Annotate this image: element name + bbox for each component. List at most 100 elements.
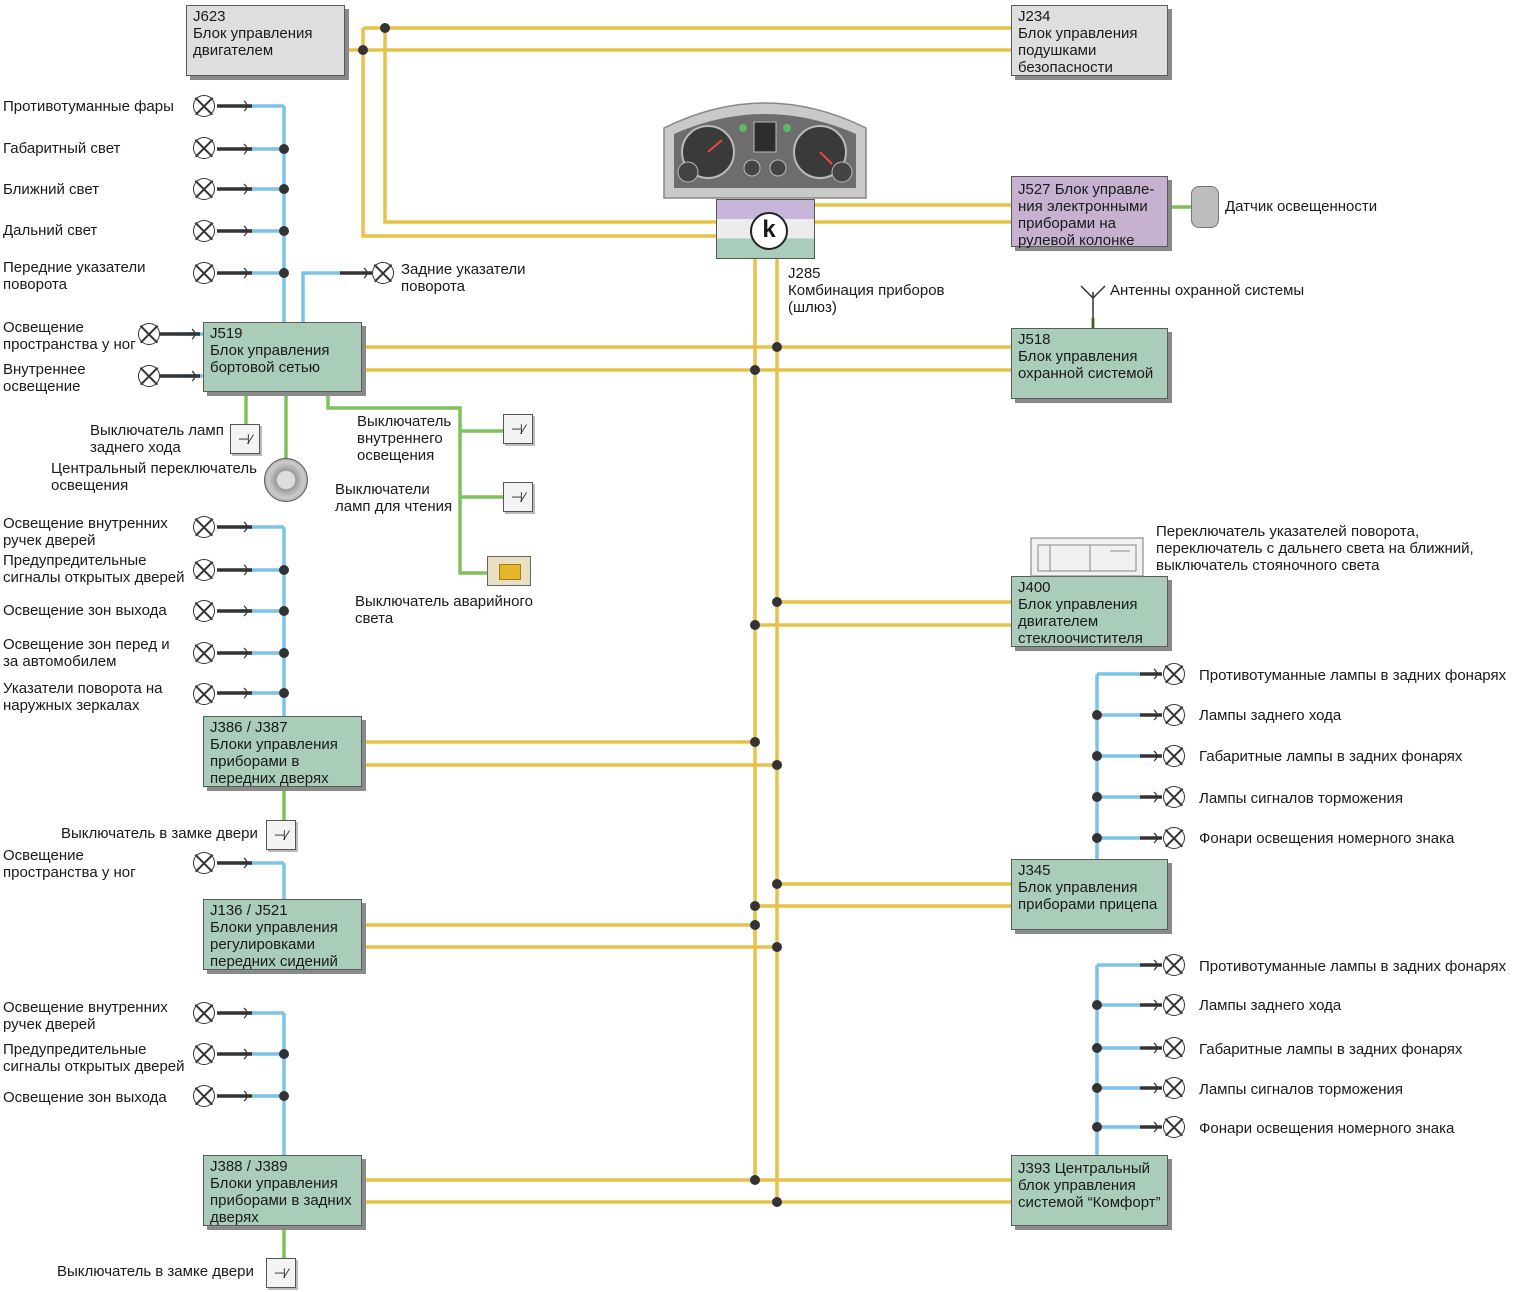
label-low-beam: Ближний свет [3, 181, 100, 198]
front-door-lock-switch-icon: ⊣⁄ [266, 820, 296, 850]
connector-arc [191, 370, 196, 382]
connector-arc [1153, 1082, 1158, 1094]
lamp-icon [193, 262, 215, 284]
junction-node [772, 942, 782, 952]
lamp-icon [193, 1043, 215, 1065]
connector-arc [1153, 959, 1158, 971]
connector-arc [191, 328, 196, 340]
unit-code: J519 [210, 325, 243, 342]
junction-node [1092, 1000, 1102, 1010]
lamp-icon [1163, 663, 1185, 685]
connector-arc [243, 143, 248, 155]
junction-node [772, 879, 782, 889]
lamp-icon [193, 516, 215, 538]
lamp-icon [193, 95, 215, 117]
reading-switch-icon: ⊣⁄ [503, 482, 533, 512]
junction-node [750, 620, 760, 630]
junction-node [750, 1175, 760, 1185]
connector-arc [1153, 832, 1158, 844]
lamp-icon [193, 1085, 215, 1107]
unit-code: J388 / J389 [210, 1158, 288, 1175]
junction-node [279, 226, 289, 236]
lamp-icon [193, 178, 215, 200]
connector-arc [243, 225, 248, 237]
label-reading-switches: Выключатели ламп для чтения [335, 481, 453, 515]
label-t-parking: Габаритные лампы в задних фонарях [1199, 748, 1463, 765]
label-hazard-switch: Выключатель аварийного света [355, 593, 533, 627]
wire-layer [160, 26, 1191, 1258]
label-high-beam: Дальний свет [3, 222, 98, 239]
label-interior-switch: Выключатель внутреннего освещения [357, 413, 452, 464]
label-c-fog: Противотуманные лампы в задних фонарях [1199, 958, 1507, 975]
label-f-door-warning: Предупредительные сигналы открытых двере… [3, 552, 185, 586]
lamp-icon [138, 323, 160, 345]
junction-node [1092, 792, 1102, 802]
unit-text: Блоки управления приборами в задних двер… [210, 1175, 352, 1226]
unit-code: J136 / J521 [210, 902, 288, 919]
connector-arc [243, 605, 248, 617]
lin-wire [301, 271, 340, 322]
label-interior-light: Внутреннее освещение [3, 361, 86, 395]
junction-node [772, 1197, 782, 1207]
connector-arc [243, 687, 248, 699]
lamp-icon [193, 559, 215, 581]
label-rear-turn: Задние указатели поворота [401, 261, 526, 295]
node-layer [279, 23, 1102, 1207]
junction-node [1092, 751, 1102, 761]
label-fog-front: Противотуманные фары [3, 98, 174, 115]
connector-arc [1153, 1042, 1158, 1054]
connector-arc [1153, 750, 1158, 762]
lamp-icon [138, 365, 160, 387]
label-c-plate: Фонари освещения номерного знака [1199, 1120, 1455, 1137]
lamp-icon [1163, 745, 1185, 767]
junction-node [358, 45, 368, 55]
label-front-turn: Передние указатели поворота [3, 259, 146, 293]
junction-node [279, 1049, 289, 1059]
junction-node [1092, 1043, 1102, 1053]
instrument-cluster-image [663, 102, 867, 199]
connector-arc [363, 267, 368, 279]
unit-text: Блок управления бортовой сетью [210, 342, 330, 376]
connector-arc [243, 183, 248, 195]
junction-node [279, 648, 289, 658]
label-central-switch: Центральный переключатель освещения [51, 460, 257, 494]
unit-text: Блок управления подушками безопасности [1018, 25, 1138, 76]
connector-arc [243, 521, 248, 533]
interior-switch-icon: ⊣⁄ [503, 414, 533, 444]
light-switch-knob-icon [264, 458, 308, 502]
connector-arc [1153, 668, 1158, 680]
label-f-zone-light: Освещение зон перед и за автомобилем [3, 636, 170, 670]
stalk-switch-label: Переключатель указателей поворота, перек… [1156, 523, 1474, 574]
unit-text: Блок управления охранной системой [1018, 348, 1154, 382]
junction-node [772, 342, 782, 352]
lamp-icon [193, 852, 215, 874]
discrete-wire [326, 392, 487, 575]
junction-node [1092, 833, 1102, 843]
gateway-k-icon: k [750, 212, 788, 250]
unit-code: J623 [193, 8, 226, 25]
junction-node [279, 1091, 289, 1101]
label-r-door-warning: Предупредительные сигналы открытых двере… [3, 1041, 185, 1075]
unit-code: J518 [1018, 331, 1051, 348]
unit-text: Блоки управления регулировками передних … [210, 919, 338, 970]
label-t-reverse: Лампы заднего хода [1199, 707, 1342, 724]
antenna-icon [1080, 285, 1106, 328]
junction-node [750, 737, 760, 747]
connector-arc [243, 1007, 248, 1019]
unit-code: J345 [1018, 862, 1051, 879]
gateway-label: Комбинация приборов (шлюз) [788, 282, 945, 316]
label-r-exit-light: Освещение зон выхода [3, 1089, 167, 1106]
lamp-icon [193, 137, 215, 159]
light-sensor-label: Датчик освещенности [1225, 198, 1378, 215]
reverse-switch-icon: ⊣⁄ [230, 424, 260, 454]
label-c-parking: Габаритные лампы в задних фонарях [1199, 1041, 1463, 1058]
unit-code: J234 [1018, 8, 1051, 25]
connector-arc [243, 857, 248, 869]
junction-node [279, 606, 289, 616]
lamp-icon [372, 262, 394, 284]
